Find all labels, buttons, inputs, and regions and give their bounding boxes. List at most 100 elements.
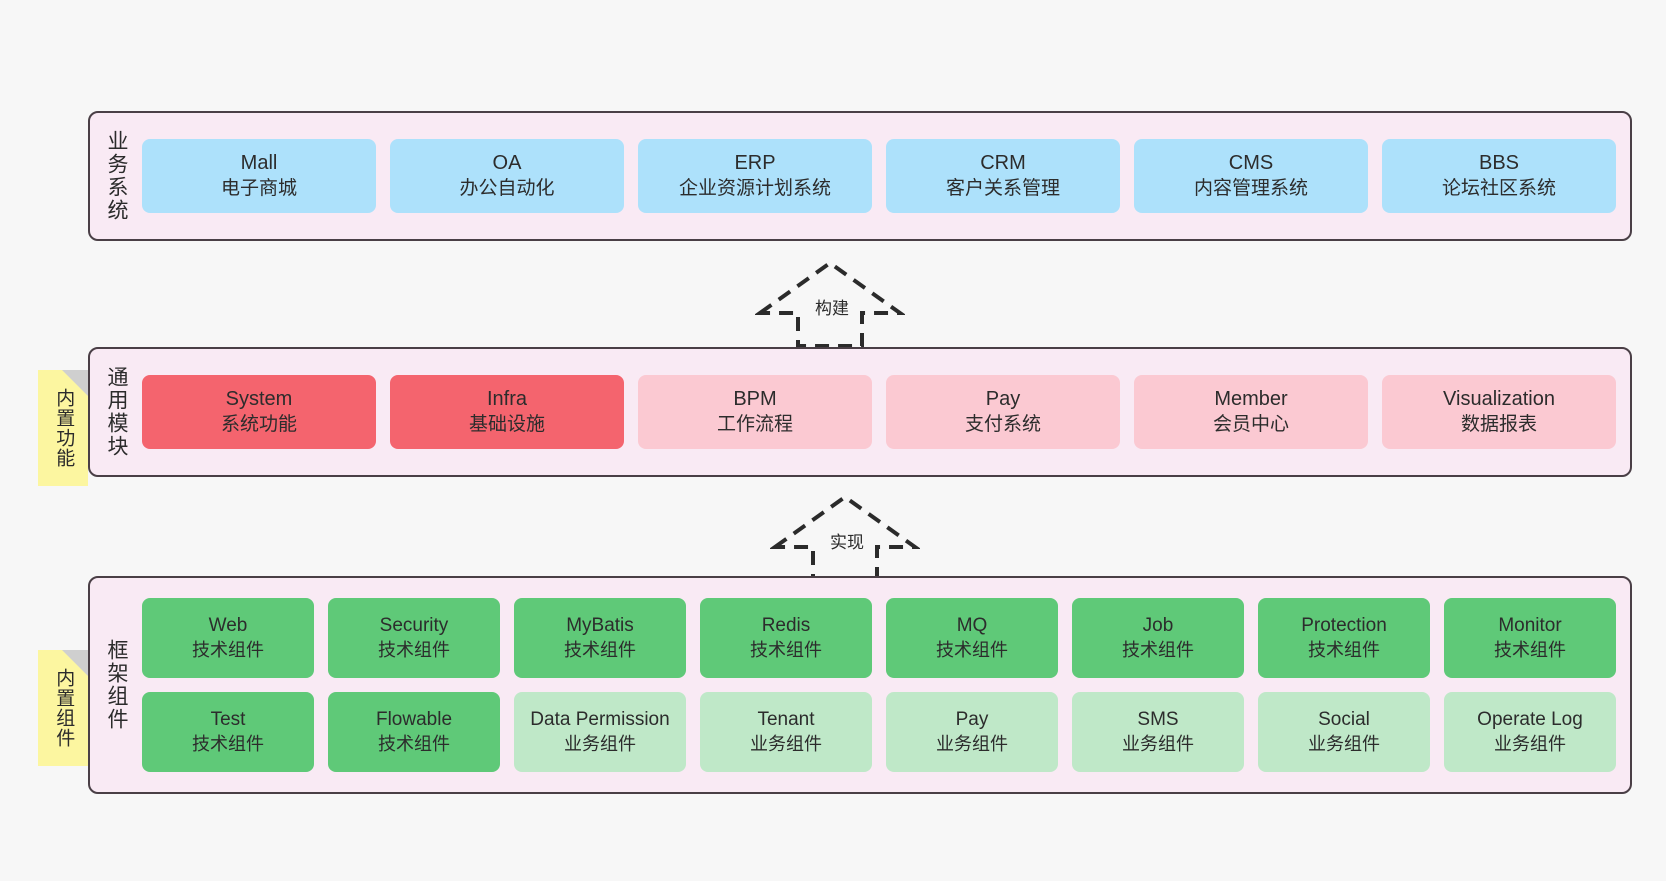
layer-business-systems: 业务系统 Mall 电子商城 OA 办公自动化 ERP 企业资源计划系统 CRM… (88, 111, 1632, 241)
card-title-cn: 业务组件 (1308, 733, 1380, 754)
card-data-permission[interactable]: Data Permission 业务组件 (514, 692, 686, 772)
card-social[interactable]: Social 业务组件 (1258, 692, 1430, 772)
card-system[interactable]: System 系统功能 (142, 375, 376, 449)
card-mybatis[interactable]: MyBatis 技术组件 (514, 598, 686, 678)
card-row: Web 技术组件 Security 技术组件 MyBatis 技术组件 Redi… (142, 598, 1616, 678)
card-row: Mall 电子商城 OA 办公自动化 ERP 企业资源计划系统 CRM 客户关系… (142, 139, 1616, 213)
card-sms[interactable]: SMS 业务组件 (1072, 692, 1244, 772)
card-title-en: Infra (486, 388, 528, 411)
note-fold-corner-icon (62, 650, 88, 676)
card-title-cn: 技术组件 (564, 639, 636, 660)
note-builtin-components: 内置组件 (38, 650, 88, 766)
card-tenant[interactable]: Tenant 业务组件 (700, 692, 872, 772)
card-row: System 系统功能 Infra 基础设施 BPM 工作流程 Pay 支付系统… (142, 375, 1616, 449)
arrow-implement-icon (768, 494, 922, 582)
note-label: 内置功能 (53, 388, 75, 468)
card-test[interactable]: Test 技术组件 (142, 692, 314, 772)
card-pay[interactable]: Pay 支付系统 (886, 375, 1120, 449)
card-title-en: Mall (240, 152, 278, 175)
card-title-en: Job (1142, 615, 1174, 637)
arrow-build-icon (753, 260, 907, 348)
card-mall[interactable]: Mall 电子商城 (142, 139, 376, 213)
layer-title-common: 通用模块 (105, 366, 129, 458)
card-title-en: Security (379, 615, 449, 637)
card-title-en: Data Permission (530, 709, 670, 731)
card-oa[interactable]: OA 办公自动化 (390, 139, 624, 213)
card-title-cn: 数据报表 (1460, 413, 1537, 435)
card-member[interactable]: Member 会员中心 (1134, 375, 1368, 449)
card-title-en: Member (1214, 388, 1288, 411)
card-title-en: CMS (1228, 152, 1274, 175)
card-visualization[interactable]: Visualization 数据报表 (1382, 375, 1616, 449)
card-title-en: Monitor (1498, 615, 1562, 637)
card-pay-business[interactable]: Pay 业务组件 (886, 692, 1058, 772)
card-title-cn: 会员中心 (1212, 413, 1289, 435)
card-title-en: Social (1318, 709, 1370, 731)
card-title-cn: 内容管理系统 (1193, 177, 1308, 199)
card-title-cn: 技术组件 (378, 733, 450, 754)
card-title-cn: 基础设施 (468, 413, 545, 435)
card-title-en: Tenant (757, 709, 815, 731)
card-redis[interactable]: Redis 技术组件 (700, 598, 872, 678)
card-title-en: Protection (1301, 615, 1387, 637)
card-title-cn: 业务组件 (936, 733, 1008, 754)
card-title-cn: 工作流程 (716, 413, 793, 435)
card-web[interactable]: Web 技术组件 (142, 598, 314, 678)
card-monitor[interactable]: Monitor 技术组件 (1444, 598, 1616, 678)
card-title-cn: 企业资源计划系统 (678, 177, 831, 199)
layer-title-framework: 框架组件 (105, 639, 129, 731)
card-title-cn: 技术组件 (1494, 639, 1566, 660)
card-title-cn: 业务组件 (564, 733, 636, 754)
card-title-en: Test (210, 709, 246, 731)
card-job[interactable]: Job 技术组件 (1072, 598, 1244, 678)
card-title-en: Pay (955, 709, 989, 731)
layer-body-framework: Web 技术组件 Security 技术组件 MyBatis 技术组件 Redi… (142, 578, 1630, 792)
card-title-cn: 技术组件 (192, 639, 264, 660)
card-row: Test 技术组件 Flowable 技术组件 Data Permission … (142, 692, 1616, 772)
arrow-build: 构建 (753, 258, 907, 348)
card-title-en: Visualization (1443, 388, 1555, 411)
arrow-implement: 实现 (768, 492, 922, 582)
card-title-en: Web (208, 615, 248, 637)
card-title-en: Operate Log (1477, 709, 1583, 731)
card-protection[interactable]: Protection 技术组件 (1258, 598, 1430, 678)
arrow-implement-label: 实现 (830, 533, 864, 552)
card-erp[interactable]: ERP 企业资源计划系统 (638, 139, 872, 213)
card-infra[interactable]: Infra 基础设施 (390, 375, 624, 449)
note-label: 内置组件 (53, 668, 75, 748)
card-mq[interactable]: MQ 技术组件 (886, 598, 1058, 678)
card-crm[interactable]: CRM 客户关系管理 (886, 139, 1120, 213)
card-title-cn: 电子商城 (220, 177, 297, 199)
card-title-cn: 技术组件 (1122, 639, 1194, 660)
card-cms[interactable]: CMS 内容管理系统 (1134, 139, 1368, 213)
layer-body-business: Mall 电子商城 OA 办公自动化 ERP 企业资源计划系统 CRM 客户关系… (142, 113, 1630, 239)
card-operate-log[interactable]: Operate Log 业务组件 (1444, 692, 1616, 772)
card-title-en: System (225, 388, 293, 411)
card-title-en: SMS (1137, 709, 1179, 731)
card-title-en: ERP (734, 152, 776, 175)
card-security[interactable]: Security 技术组件 (328, 598, 500, 678)
card-title-en: CRM (980, 152, 1026, 175)
card-title-en: Flowable (375, 709, 453, 731)
card-bpm[interactable]: BPM 工作流程 (638, 375, 872, 449)
note-fold-corner-icon (62, 370, 88, 396)
layer-title-business: 业务系统 (105, 130, 129, 222)
card-title-cn: 支付系统 (964, 413, 1041, 435)
card-title-cn: 技术组件 (378, 639, 450, 660)
card-title-cn: 技术组件 (1308, 639, 1380, 660)
card-title-cn: 业务组件 (1494, 733, 1566, 754)
layer-common-modules: 通用模块 System 系统功能 Infra 基础设施 BPM 工作流程 Pay… (88, 347, 1632, 477)
card-title-en: OA (492, 152, 522, 175)
card-title-cn: 办公自动化 (459, 177, 555, 199)
card-title-en: Pay (985, 388, 1021, 411)
card-title-cn: 论坛社区系统 (1441, 177, 1556, 199)
card-title-cn: 技术组件 (936, 639, 1008, 660)
card-bbs[interactable]: BBS 论坛社区系统 (1382, 139, 1616, 213)
card-title-en: MyBatis (566, 615, 634, 637)
card-title-en: BPM (733, 388, 777, 411)
note-builtin-features: 内置功能 (38, 370, 88, 486)
card-title-en: Redis (761, 615, 811, 637)
card-flowable[interactable]: Flowable 技术组件 (328, 692, 500, 772)
card-title-cn: 业务组件 (750, 733, 822, 754)
